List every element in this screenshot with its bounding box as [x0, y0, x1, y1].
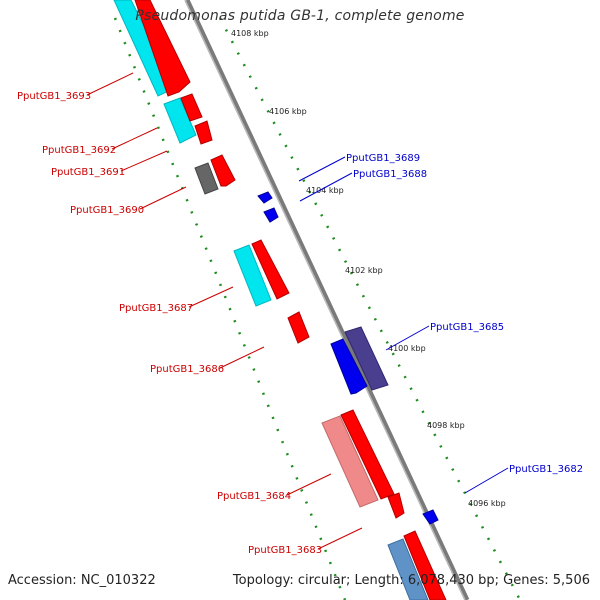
tick-label-4096: 4096 kbp	[468, 499, 506, 508]
gene-label-leader-3685	[385, 325, 430, 351]
gene-3684-bar[interactable]	[321, 415, 379, 508]
gene-label-3683: PputGB1_3683	[248, 545, 322, 556]
gene-3683-arrow[interactable]	[403, 530, 447, 600]
gene-label-leader-3692	[111, 127, 158, 150]
gene-label-3693: PputGB1_3693	[17, 91, 91, 102]
genome-backbone-highlight	[184, 0, 466, 600]
gene-label-3689: PputGB1_3689	[346, 153, 420, 164]
gene-3692-arrow[interactable]	[180, 93, 203, 122]
gene-3686-arrow[interactable]	[287, 311, 310, 344]
gene-3683-small-arrow[interactable]	[387, 492, 405, 519]
gene-label-3682: PputGB1_3682	[509, 464, 583, 475]
gene-3690-arrow[interactable]	[210, 154, 236, 187]
gene-3691-arrow[interactable]	[194, 120, 213, 145]
gene-label-leader-3684	[286, 473, 332, 496]
map-title: Pseudomonas putida GB-1, complete genome	[135, 8, 465, 24]
tick-label-4098: 4098 kbp	[427, 421, 465, 430]
tick-label-4108: 4108 kbp	[231, 29, 269, 38]
gene-label-leader-3693	[86, 72, 134, 96]
genome-backbone	[184, 0, 470, 600]
gene-label-leader-3689	[298, 156, 346, 182]
gene-3682-arrow[interactable]	[422, 509, 439, 525]
gene-3692-bar[interactable]	[163, 97, 197, 144]
genome-summary-text: Topology: circular; Length: 6,078,430 bp…	[232, 573, 590, 588]
gene-label-3686: PputGB1_3686	[150, 364, 224, 375]
gene-label-leader-3690	[139, 186, 187, 210]
gene-3684-arrow[interactable]	[340, 409, 395, 500]
gene-label-leader-3683	[317, 527, 363, 550]
tick-label-4100: 4100 kbp	[388, 344, 426, 353]
gene-label-leader-3691	[120, 150, 168, 172]
tick-track-inner-right	[218, 17, 522, 600]
gene-label-leader-3688	[299, 172, 353, 202]
gene-label-3691: PputGB1_3691	[51, 167, 125, 178]
gene-label-3688: PputGB1_3688	[353, 169, 427, 180]
tick-label-4104: 4104 kbp	[306, 186, 344, 195]
gene-label-3685: PputGB1_3685	[430, 322, 504, 333]
gene-label-3690: PputGB1_3690	[70, 205, 144, 216]
gene-label-3692: PputGB1_3692	[42, 145, 116, 156]
gene-3683-bar[interactable]	[387, 538, 429, 600]
accession-text: Accession: NC_010322	[8, 573, 156, 588]
tick-label-4106: 4106 kbp	[269, 107, 307, 116]
gene-label-3684: PputGB1_3684	[217, 491, 291, 502]
gene-label-leader-3682	[464, 467, 509, 494]
gene-label-leader-3687	[188, 286, 234, 308]
tick-label-4102: 4102 kbp	[345, 266, 383, 275]
gene-3687-arrow[interactable]	[251, 239, 290, 300]
gene-3693-arrow[interactable]	[134, 0, 191, 97]
gene-3689-arrow[interactable]	[257, 191, 273, 204]
gene-3685-arrow[interactable]	[330, 338, 368, 395]
gene-label-leader-3686	[219, 346, 265, 369]
gene-3687-bar[interactable]	[233, 244, 272, 307]
gene-3690-bar[interactable]	[194, 162, 219, 195]
gene-label-3687: PputGB1_3687	[119, 303, 193, 314]
tick-track-outer-left	[113, 17, 347, 600]
gene-3688-arrow[interactable]	[263, 207, 279, 223]
gene-3685-bar[interactable]	[344, 326, 389, 391]
